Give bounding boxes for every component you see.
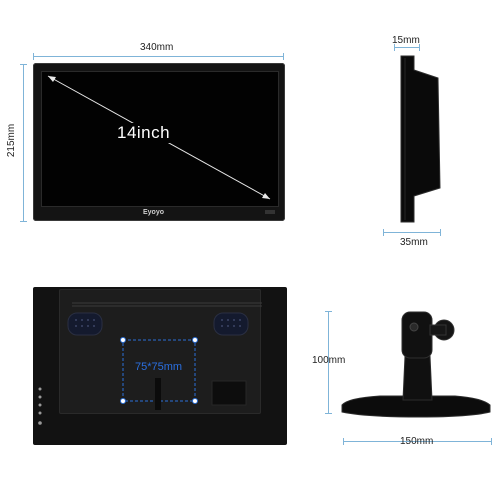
side-bottom-label: 35mm <box>400 237 428 248</box>
side-top-tick-left <box>394 44 395 51</box>
side-bottom-tick-left <box>383 229 384 236</box>
brand-logo: Eyoyo <box>143 209 165 216</box>
stand-width-tick-left <box>343 438 344 445</box>
screen-size-label: 14inch <box>115 123 173 143</box>
stand-height-tick-bottom <box>325 413 332 414</box>
front-height-line <box>23 64 24 221</box>
front-width-label: 340mm <box>140 42 174 53</box>
front-width-tick-left <box>33 53 34 60</box>
side-top-label: 15mm <box>392 35 420 46</box>
vesa-label: 75*75mm <box>134 361 184 373</box>
stand-height-tick-top <box>325 311 332 312</box>
side-bottom-line <box>383 232 440 233</box>
side-top-tick-right <box>419 44 420 51</box>
power-button <box>265 210 275 214</box>
front-width-line <box>33 56 283 57</box>
stand-height-label: 100mm <box>312 355 346 366</box>
front-width-tick-right <box>283 53 284 60</box>
stand-width-label: 150mm <box>400 436 434 447</box>
front-height-tick-top <box>20 64 27 65</box>
stand-width-tick-right <box>491 438 492 445</box>
side-bottom-tick-right <box>440 229 441 236</box>
front-height-tick-bottom <box>20 221 27 222</box>
stand-height-line <box>328 311 329 413</box>
side-top-line <box>394 47 419 48</box>
stand-width-line <box>343 441 491 442</box>
